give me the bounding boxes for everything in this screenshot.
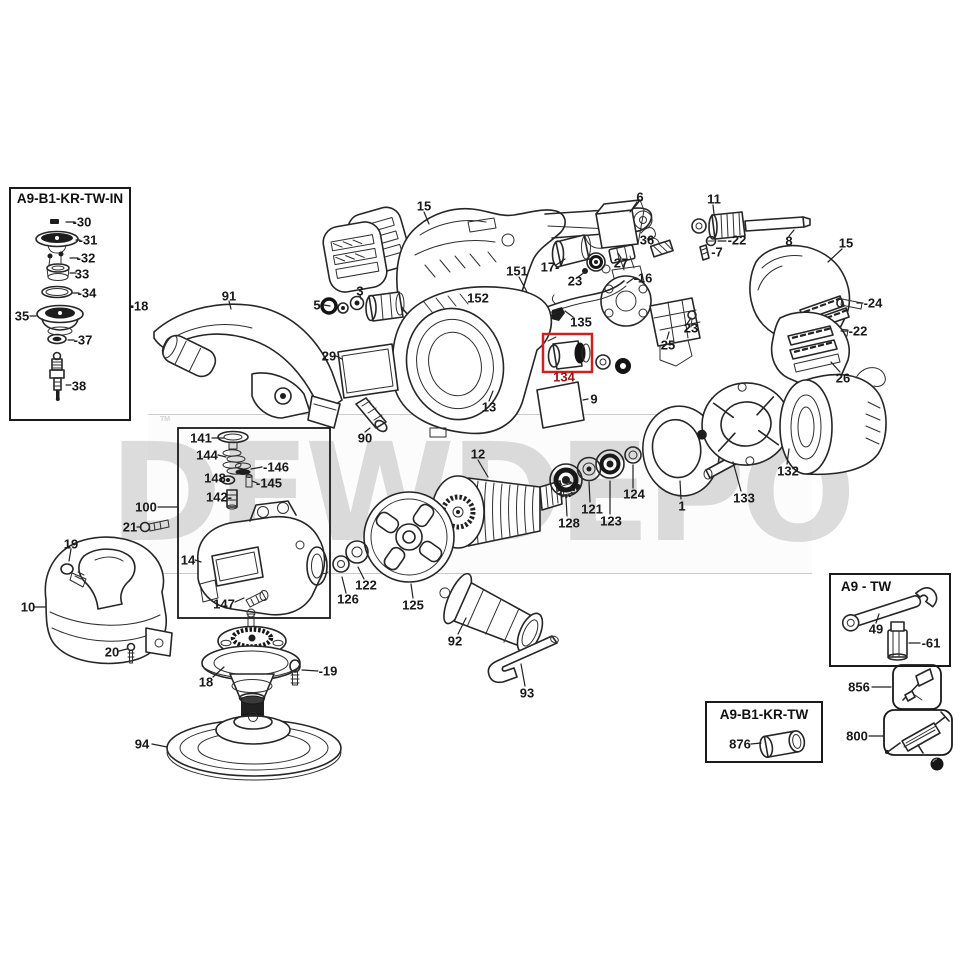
part-19-screw-bottom xyxy=(289,659,301,686)
part-29-label-plate xyxy=(337,343,399,399)
item-856-box xyxy=(892,664,942,710)
part-147-screw xyxy=(245,590,269,608)
part-26-cover xyxy=(770,311,850,388)
part-19-screw-left xyxy=(60,563,87,588)
part-141-cap xyxy=(217,430,249,450)
part-152-field-case xyxy=(391,286,553,438)
part-90-screw xyxy=(355,397,388,433)
part-128-bearing xyxy=(549,463,583,497)
part-91-bail-handle xyxy=(153,303,343,429)
part-876-sleeve xyxy=(759,730,806,758)
part-92-side-handle xyxy=(439,572,544,654)
kit-box xyxy=(705,701,823,763)
part-125-fan xyxy=(363,491,455,583)
item-800-box xyxy=(883,709,953,756)
part-121-washer xyxy=(576,456,602,482)
kit-in-box xyxy=(9,187,131,421)
part-93-hex-key xyxy=(487,635,559,684)
part-145-pin xyxy=(245,474,253,488)
red-highlight-box[interactable] xyxy=(541,332,594,374)
a9-tw-box xyxy=(829,573,951,667)
part-24-screw xyxy=(836,298,863,310)
part-3-sleeve xyxy=(349,291,405,322)
part-124-ring xyxy=(624,446,642,464)
part-23-screw-right xyxy=(687,310,697,328)
part-148-ring xyxy=(220,475,236,485)
vent-panel-front xyxy=(322,221,388,293)
part-34-oring xyxy=(41,285,73,299)
kit-in-box-title: A9-B1-KR-TW-IN xyxy=(16,191,124,206)
a9-tw-box-title: A9 - TW xyxy=(840,579,892,594)
part-135-clip xyxy=(551,294,565,321)
part-31-disc xyxy=(35,230,79,254)
part-32-screws xyxy=(47,251,64,266)
part-38-spark-plug xyxy=(49,351,65,401)
part-142-cylinder xyxy=(226,489,238,510)
part-17-bearing-sleeve xyxy=(551,234,611,274)
part-27-connector xyxy=(608,244,636,264)
part-retainer-ring xyxy=(696,382,791,466)
leader-lines xyxy=(29,201,921,748)
part-10-guard xyxy=(44,536,173,665)
part-30-bolt xyxy=(50,219,59,224)
part-18-flange-assembly xyxy=(201,608,301,730)
part-20-screw xyxy=(126,642,136,664)
part-123-bearing xyxy=(595,449,625,479)
part-22-screw-top xyxy=(705,235,717,247)
part-35-pad-assembly xyxy=(36,304,84,336)
part-25-brush-holder xyxy=(649,297,701,367)
kit-box-title: A9-B1-KR-TW xyxy=(719,707,809,722)
part-8-rod xyxy=(744,216,811,232)
part-11-spindle xyxy=(691,211,746,240)
part-146-washers xyxy=(235,462,251,475)
part-134-bearing xyxy=(547,336,591,370)
part-14-gear-case xyxy=(197,500,328,616)
dot-mark xyxy=(930,757,944,771)
part-36-wire xyxy=(640,227,674,258)
part-9-label-plate xyxy=(536,381,585,429)
part-132-motor-can xyxy=(779,367,887,476)
part-7-pin xyxy=(699,244,710,261)
part-37-grommet xyxy=(47,333,67,345)
part-94-backing-pad xyxy=(166,712,342,781)
part-144-spring xyxy=(222,449,246,475)
part-61-grease-tube xyxy=(887,621,908,661)
part-5-rings xyxy=(320,297,349,315)
part-21-screw xyxy=(139,519,170,533)
part-6-box xyxy=(595,199,645,249)
part-122-washer xyxy=(345,540,369,564)
part-49-wrench xyxy=(841,587,938,632)
part-small-rings-right-of-134 xyxy=(595,354,631,374)
part-33-cup xyxy=(46,263,70,281)
